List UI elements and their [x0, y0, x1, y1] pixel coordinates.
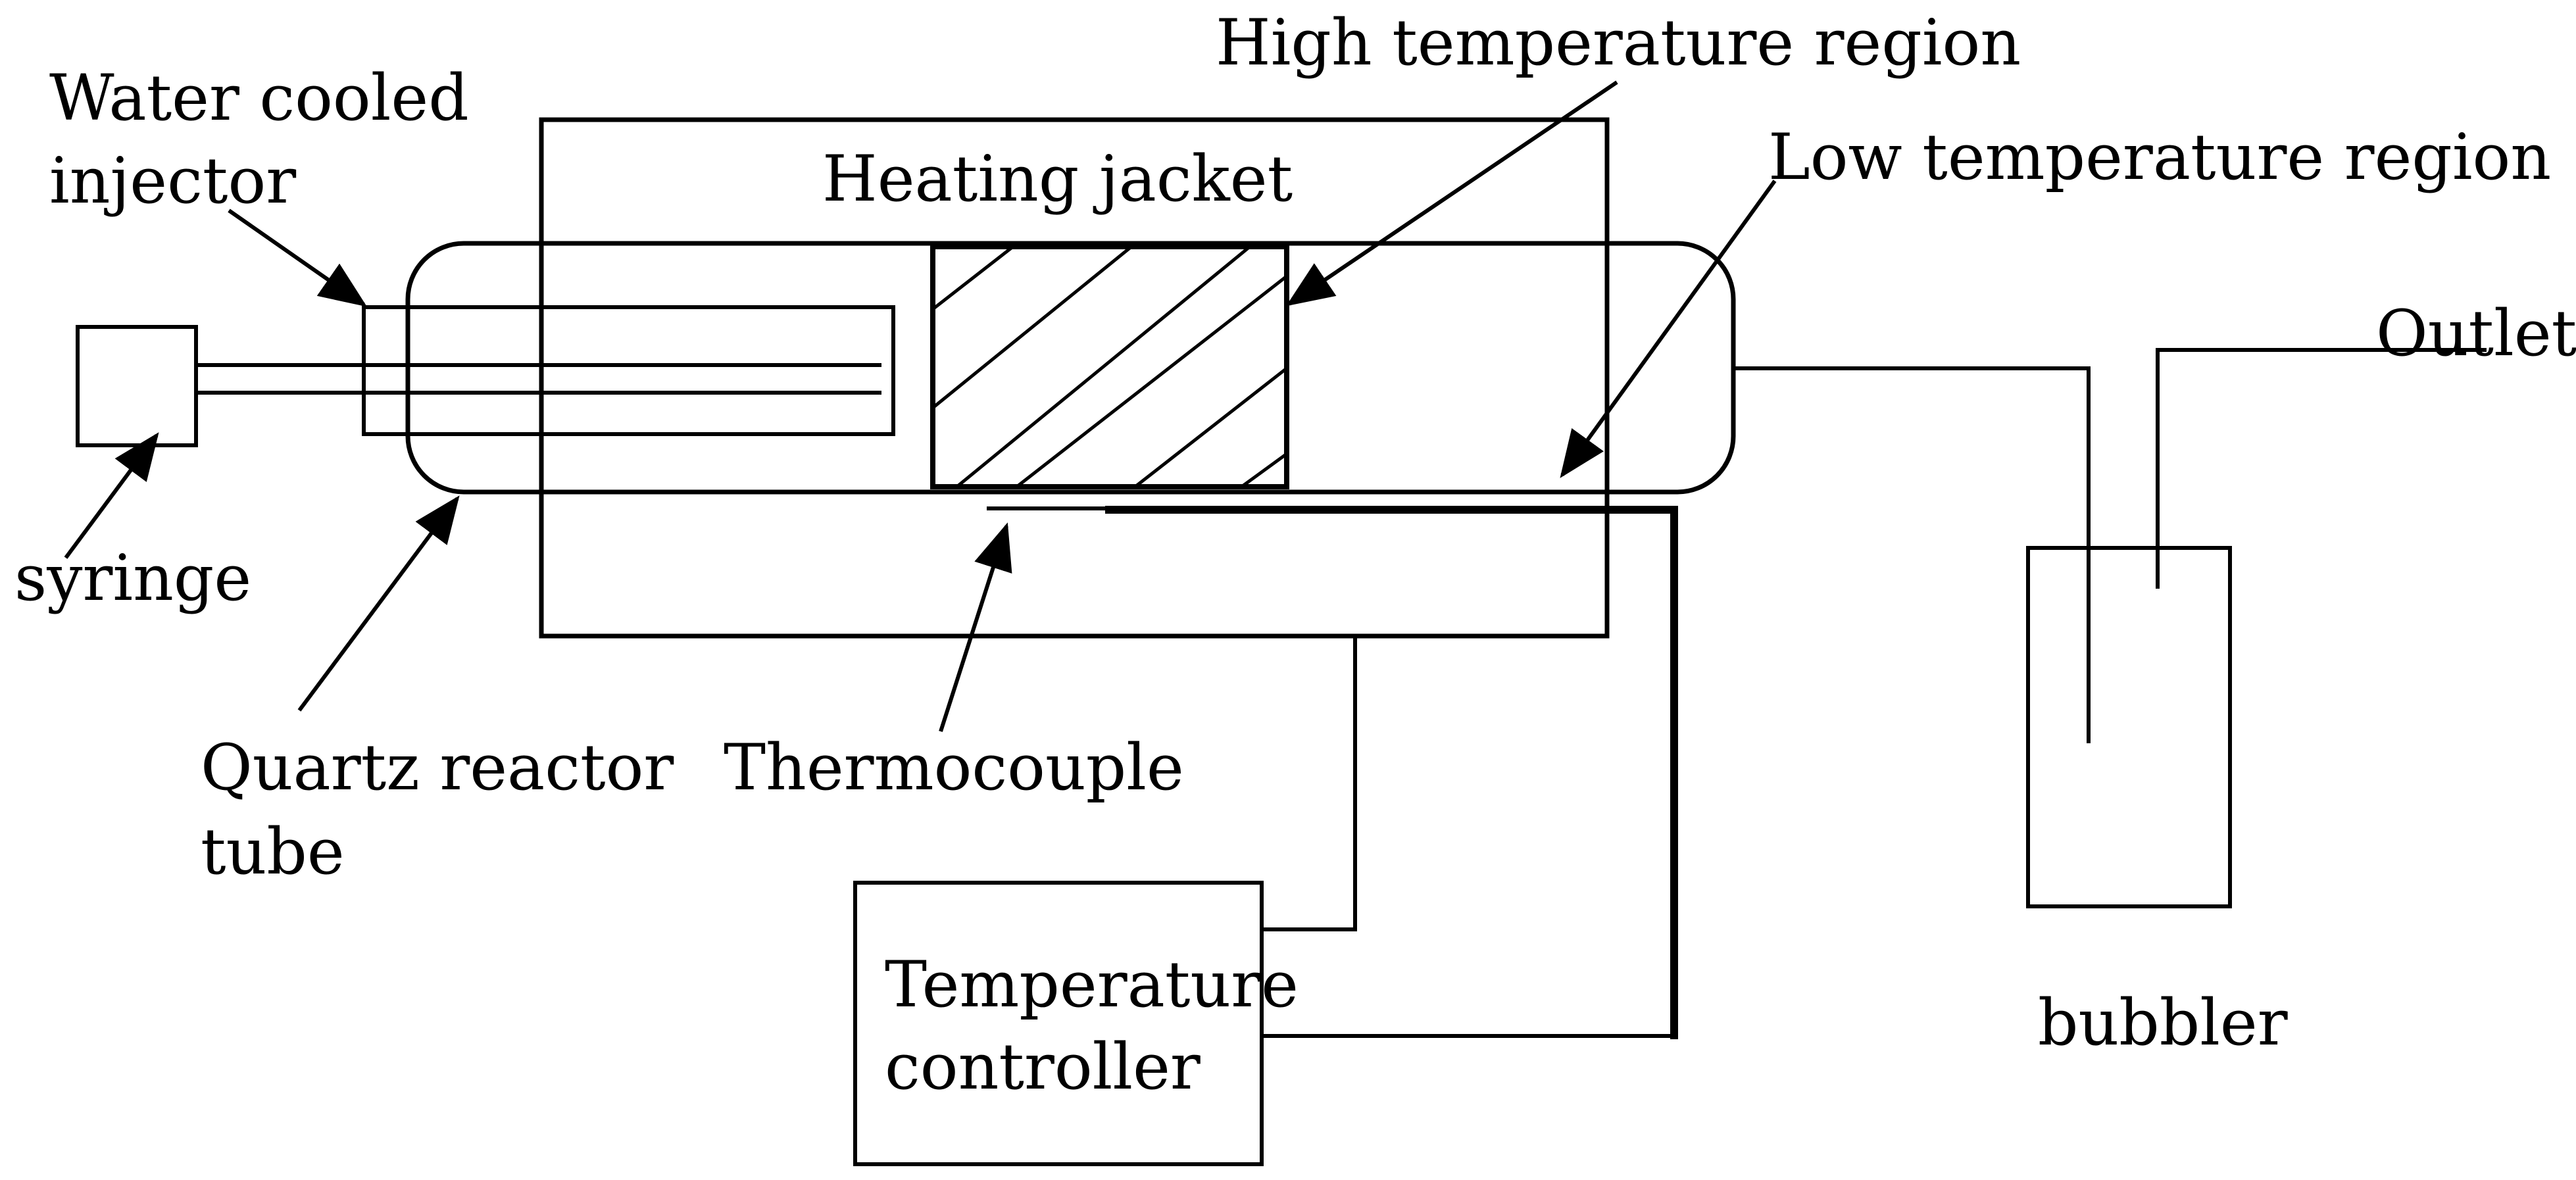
label-temperature-controller-1: Temperature	[885, 948, 1299, 1021]
label-high-temperature-region: High temperature region	[1216, 6, 2021, 80]
arrow-quartz-reactor-tube	[297, 495, 460, 712]
bubbler-box	[2026, 546, 2232, 908]
heater-wire	[1262, 636, 1357, 931]
label-quartz-reactor-tube-1: Quartz reactor	[201, 731, 674, 804]
label-temperature-controller-2: controller	[885, 1030, 1201, 1104]
label-syringe: syringe	[14, 541, 251, 615]
label-heating-jacket: Heating jacket	[822, 142, 1293, 216]
arrow-low-temperature-region	[1560, 180, 1777, 478]
syringe-box	[76, 325, 198, 447]
label-outlet: Outlet	[2376, 297, 2576, 370]
label-thermocouple: Thermocouple	[724, 731, 1184, 804]
label-water-cooled-injector-2: injector	[49, 144, 296, 218]
syringe-needle	[196, 363, 881, 395]
outlet-tubing	[1733, 348, 2487, 743]
quartz-reactor-tube	[405, 241, 1736, 495]
temperature-controller-box	[853, 881, 1264, 1166]
label-bubbler: bubbler	[2038, 986, 2288, 1060]
arrow-thermocouple	[939, 522, 1012, 732]
thermocouple-wire	[987, 506, 1678, 1039]
water-cooled-injector	[362, 305, 895, 436]
label-quartz-reactor-tube-2: tube	[201, 815, 345, 889]
heating-jacket-box	[539, 117, 1610, 639]
label-water-cooled-injector-1: Water cooled	[49, 61, 469, 135]
arrow-water-cooled-injector	[228, 209, 367, 307]
arrow-syringe	[64, 432, 159, 559]
arrow-high-temperature-region	[1286, 80, 1618, 307]
high-temperature-zone	[930, 244, 1289, 489]
label-low-temperature-region: Low temperature region	[1768, 120, 2551, 194]
